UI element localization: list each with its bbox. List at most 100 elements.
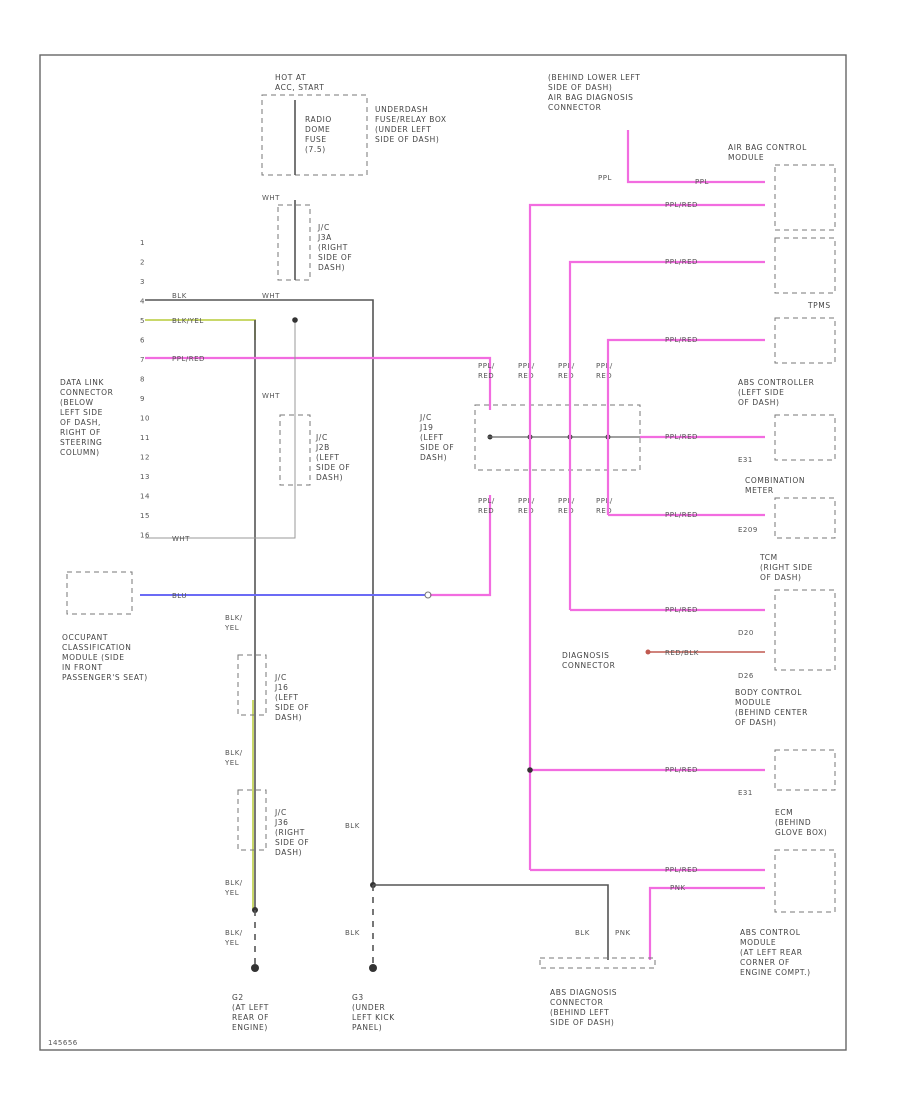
text-line: FUSE xyxy=(305,135,327,144)
text-line: MODULE xyxy=(735,698,771,707)
ppl-red-label-bcm: PPL/RED xyxy=(665,766,698,774)
text-line: J/C xyxy=(315,433,328,442)
text-line: DOME xyxy=(305,125,330,134)
text-line: GLOVE BOX) xyxy=(775,828,827,837)
text-line: SIDE OF DASH) xyxy=(375,135,439,144)
text-line: (UNDER LEFT xyxy=(375,125,431,134)
dlc-pin-5: 5 xyxy=(140,317,145,325)
text-line: RED xyxy=(558,507,574,515)
blk-wire-abs-diag xyxy=(373,884,609,960)
text-line: YEL xyxy=(224,759,239,767)
text-line: PPL/ xyxy=(478,497,495,505)
pnk-label-abs: PNK xyxy=(615,929,631,937)
text-line: PANEL) xyxy=(352,1023,382,1032)
text-line: BLK/ xyxy=(225,614,243,622)
text-line: ACC, START xyxy=(275,83,324,92)
ecm-outline xyxy=(774,849,836,913)
ppl-red-label-tpms: PPL/RED xyxy=(665,258,698,266)
dlc-pin-12: 12 xyxy=(140,454,150,462)
text-line: (AT LEFT xyxy=(232,1003,269,1012)
text-line: AIR BAG DIAGNOSIS xyxy=(548,93,634,102)
text-line: CONNECTOR xyxy=(548,103,601,112)
ppl-red-trunk-airbag xyxy=(528,203,765,870)
ppl-red-label-abs-ctrl: PPL/RED xyxy=(665,433,698,441)
text-line: YEL xyxy=(224,889,239,897)
text-line: (BEHIND CENTER xyxy=(735,708,808,717)
text-line: RED xyxy=(518,372,534,380)
ground-g2-symbol xyxy=(251,964,259,972)
text-line: METER xyxy=(745,486,774,495)
combination-meter-outline xyxy=(774,497,836,539)
text-line: DASH) xyxy=(318,263,345,272)
text-line: PPL/ xyxy=(596,362,613,370)
text-line: (RIGHT xyxy=(275,828,305,837)
text-line: CONNECTOR xyxy=(60,388,113,397)
dlc-pin-14: 14 xyxy=(140,493,150,501)
text-line: (LEFT SIDE xyxy=(738,388,784,397)
jc-j2b-outline xyxy=(279,414,311,486)
dlc-pin-4: 4 xyxy=(140,298,145,306)
text-line: YEL xyxy=(224,624,239,632)
blk-label-g3-2: BLK xyxy=(345,929,360,937)
diagram-id: 145656 xyxy=(48,1039,78,1047)
text-line: RED xyxy=(478,372,494,380)
ppl-red-trunk-tpms xyxy=(568,260,765,610)
text-line: COLUMN) xyxy=(60,448,100,457)
text-line: (AT LEFT REAR xyxy=(740,948,803,957)
text-line: YEL xyxy=(224,939,239,947)
text-line: AIR BAG CONTROL xyxy=(728,143,807,152)
ppl-wire-airbag-diag xyxy=(626,130,765,184)
text-line: SIDE OF xyxy=(420,443,454,452)
jc-center-outline xyxy=(474,404,641,471)
dlc-pin-15: 15 xyxy=(140,512,150,520)
dlc-pin-3: 3 xyxy=(140,278,145,286)
text-line: DATA LINK xyxy=(60,378,105,387)
text-line: J16 xyxy=(274,683,289,692)
text-line: ENGINE COMPT.) xyxy=(740,968,811,977)
text-line: ABS CONTROLLER xyxy=(738,378,814,387)
diagnosis-connector-pin xyxy=(645,649,651,655)
text-line: (BELOW xyxy=(60,398,94,407)
text-line: MODULE xyxy=(740,938,776,947)
airbag-module-outline xyxy=(774,164,836,231)
jc-center-bus: PPL/REDPPL/REDPPL/REDPPL/REDPPL/REDPPL/R… xyxy=(478,362,640,515)
text-line: G3 xyxy=(352,993,364,1002)
text-line: SIDE OF xyxy=(316,463,350,472)
text-line: BLK/ xyxy=(225,879,243,887)
text-line: DASH) xyxy=(275,713,302,722)
abs-controller-outline xyxy=(774,414,836,461)
blu-label: BLU xyxy=(172,592,187,600)
ppl-red-trunk-abs xyxy=(606,338,765,515)
text-line: RED xyxy=(596,372,612,380)
pin-e31b-label: E31 xyxy=(738,789,753,797)
text-line: FUSE/RELAY BOX xyxy=(375,115,447,124)
text-line: PPL/ xyxy=(518,497,535,505)
airbag-module-2-outline xyxy=(774,237,836,294)
ppl-label-airbag-1: PPL xyxy=(695,178,709,186)
blk-label-g3-1: BLK xyxy=(345,822,360,830)
text-line: BLK/ xyxy=(225,749,243,757)
text-line: STEERING xyxy=(60,438,102,447)
text-line: J/C xyxy=(274,673,287,682)
ppl-red-label-meter: PPL/RED xyxy=(665,511,698,519)
ppl-red-label-jc-top-0: PPL/RED xyxy=(478,362,495,380)
text-line: PPL/ xyxy=(558,362,575,370)
blk-wire-dlc-ground xyxy=(145,299,374,885)
ppl-red-label-dlc: PPL/RED xyxy=(172,355,205,363)
text-line: OCCUPANT xyxy=(62,633,108,642)
wht-wire-dlc16 xyxy=(145,320,296,539)
ppl-red-label-jc-bot-3: PPL/RED xyxy=(596,497,613,515)
pin-e31-label: E31 xyxy=(738,456,753,464)
jc-lower2-outline xyxy=(237,789,267,851)
